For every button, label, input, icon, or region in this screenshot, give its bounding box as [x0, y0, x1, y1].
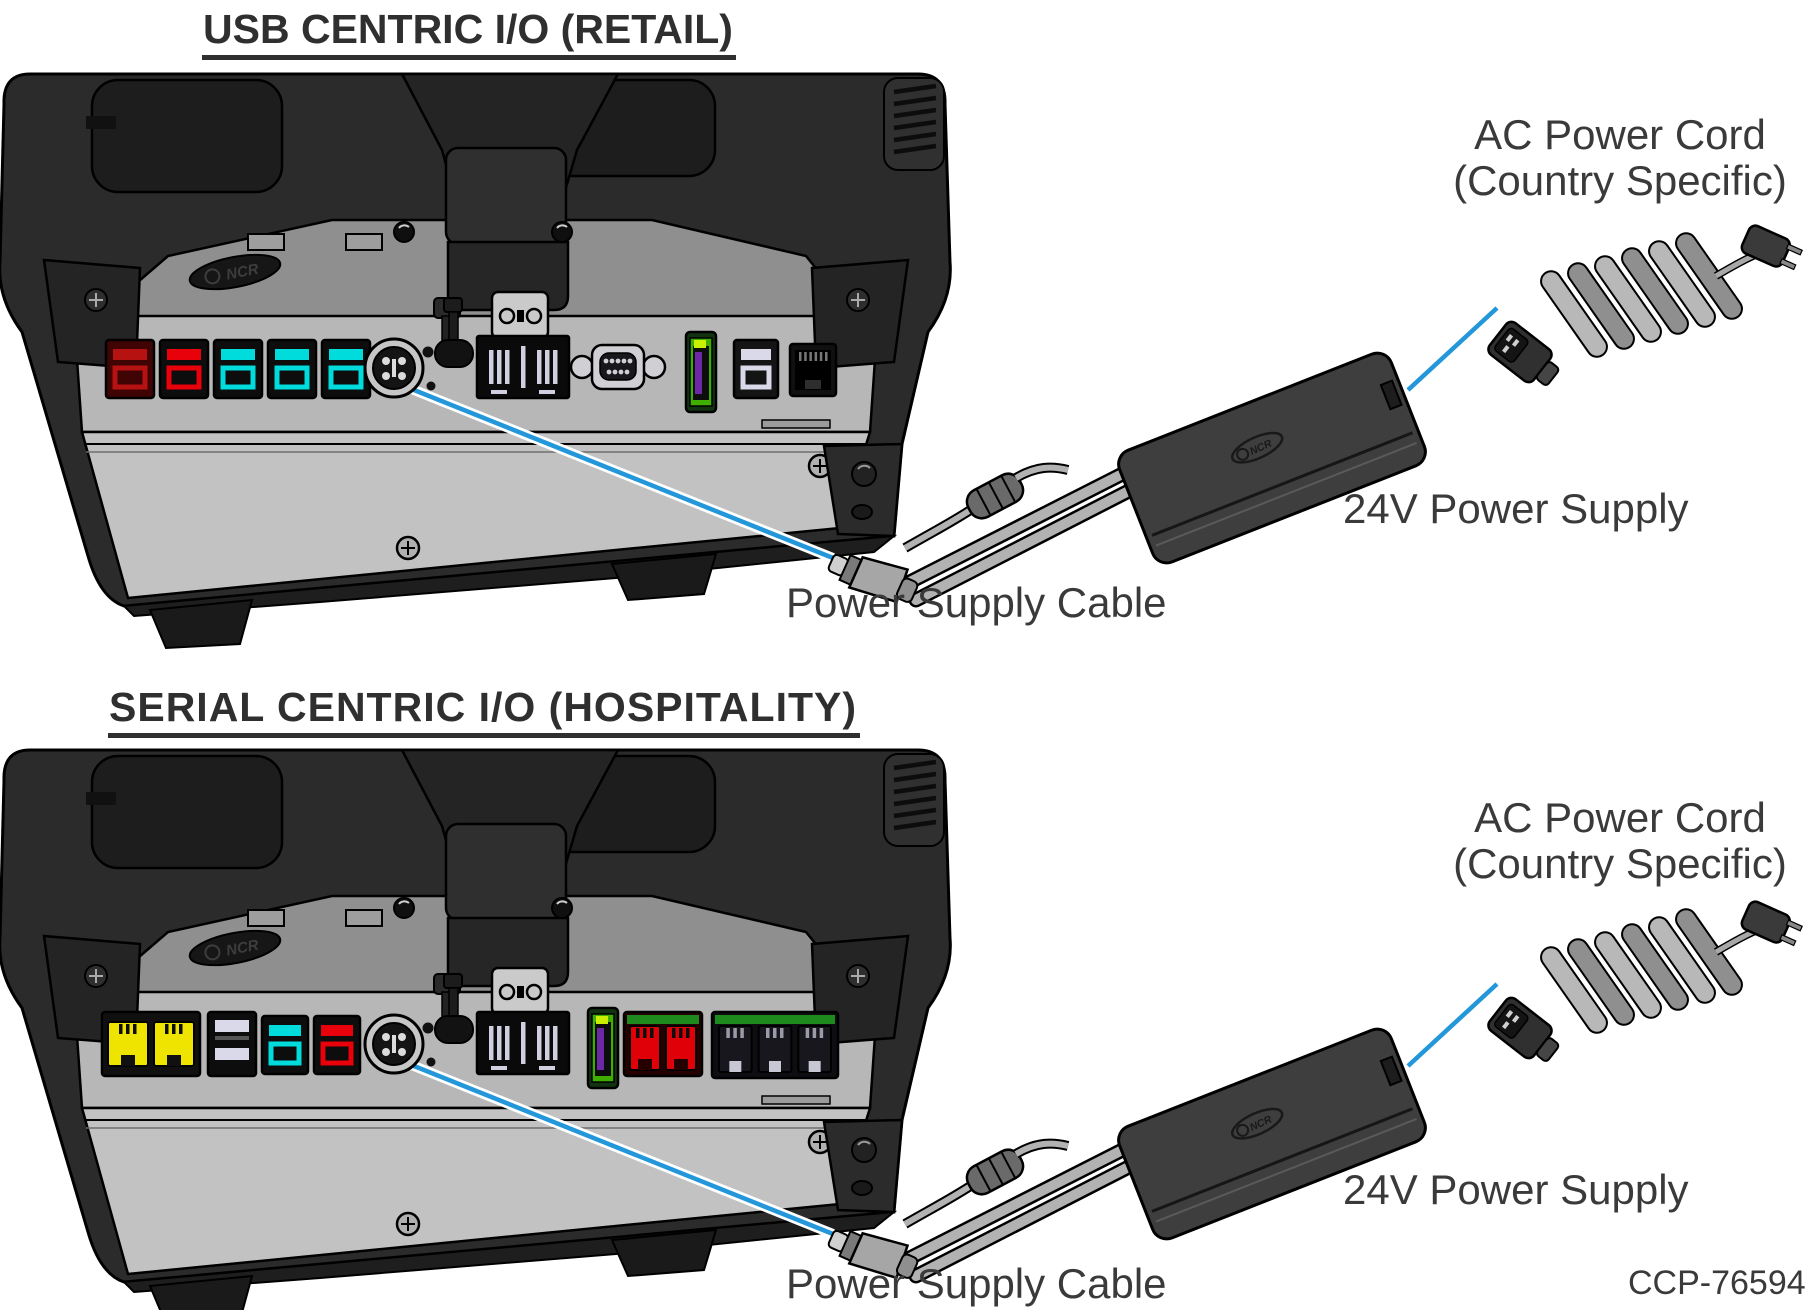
port-display-module [475, 1010, 571, 1076]
port-cash-drawer [586, 1006, 620, 1090]
port-usb-stack [206, 1010, 258, 1078]
label-ac-power-cord-line2: (Country Specific) [1453, 157, 1787, 204]
port-power-connector [363, 337, 425, 399]
section-title-serial-centric: SERIAL CENTRIC I/O (HOSPITALITY) [108, 684, 860, 739]
label-ac-power-cord-line1: AC Power Cord [1474, 794, 1766, 841]
figure-code: CCP-76594 [1628, 1264, 1806, 1302]
port-usb-b [266, 338, 318, 400]
label-24v-power-supply-hospitality: 24V Power Supply [1343, 1166, 1689, 1213]
port-display-module [475, 334, 571, 400]
port-serial-db9 [569, 343, 667, 391]
label-ac-power-cord-hospitality: AC Power Cord (Country Specific) [1385, 795, 1809, 887]
port-serial-rj-trio [710, 1010, 840, 1080]
io-port-row-hospitality [100, 973, 840, 1090]
label-power-supply-cable-hospitality: Power Supply Cable [786, 1260, 1167, 1307]
label-ac-power-cord-line1: AC Power Cord [1474, 111, 1766, 158]
section-title-usb-centric: USB CENTRIC I/O (RETAIL) [202, 6, 736, 61]
port-powered-usb-24v [104, 338, 156, 400]
label-ac-power-cord-retail: AC Power Cord (Country Specific) [1385, 112, 1809, 204]
port-usb-d [732, 338, 780, 400]
port-cash-drawer [684, 330, 718, 414]
port-serial-rj-red-pair [622, 1010, 704, 1078]
io-port-row-retail [104, 297, 838, 414]
port-power-connector [363, 1013, 425, 1075]
port-powered-usb-12v [158, 338, 210, 400]
port-aux-connector [422, 297, 474, 391]
port-usb-c [320, 338, 372, 400]
port-usb-a [260, 1014, 310, 1076]
label-ac-power-cord-line2: (Country Specific) [1453, 840, 1787, 887]
port-serial-rj-yellow-pair [100, 1010, 202, 1078]
port-aux-connector [422, 973, 474, 1067]
label-power-supply-cable-retail: Power Supply Cable [786, 579, 1167, 626]
label-24v-power-supply-retail: 24V Power Supply [1343, 485, 1689, 532]
port-ethernet [788, 342, 838, 398]
port-powered-usb-12v [312, 1014, 362, 1076]
port-usb-a [212, 338, 264, 400]
